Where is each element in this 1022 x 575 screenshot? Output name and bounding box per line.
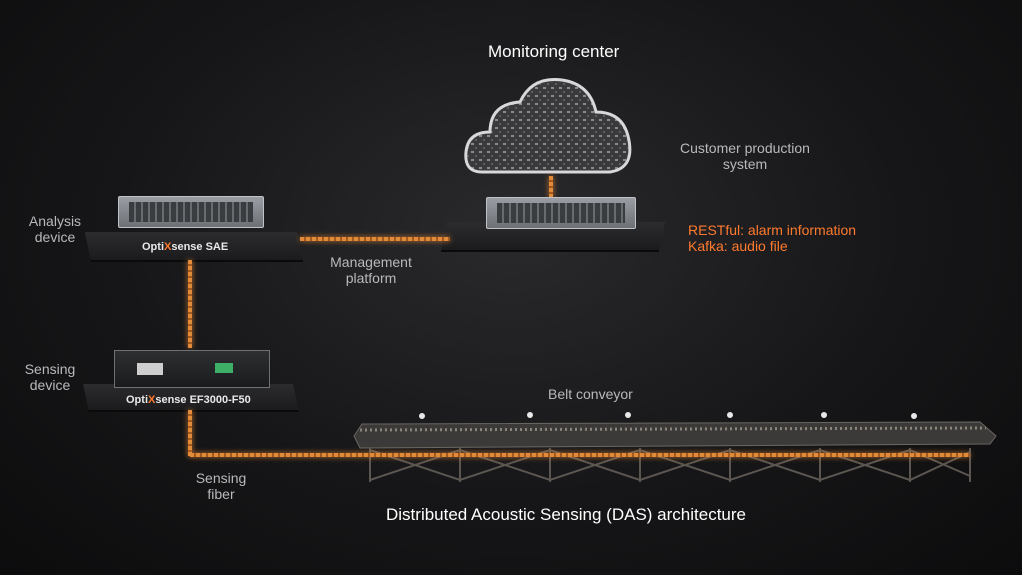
sae-device-tag: OptiXsense SAE: [142, 241, 229, 253]
diagram-caption: Distributed Acoustic Sensing (DAS) archi…: [386, 505, 746, 524]
belt-conveyor: [353, 412, 997, 482]
sensing-device-label: Sensing device: [24, 361, 76, 393]
monitoring-center-title: Monitoring center: [488, 42, 620, 61]
cloud-link: [549, 176, 553, 198]
ef-device-tag: OptiXsense EF3000-F50: [126, 394, 251, 406]
cloud-icon: [464, 77, 632, 174]
sensing-device: [114, 350, 270, 388]
sensing-fiber-line: [190, 453, 970, 457]
analysis-sensing-link: [188, 260, 192, 348]
analysis-server: [118, 196, 264, 228]
sensing-fiber-label: Sensing fiber: [195, 470, 247, 502]
customer-system-label: Customer production system: [680, 140, 810, 172]
kafka-label: Kafka: audio file: [688, 238, 788, 254]
restful-label: RESTful: alarm information: [688, 222, 857, 238]
analysis-device-label: Analysis device: [28, 213, 82, 245]
customer-server: [486, 197, 636, 229]
management-platform-label: Management platform: [330, 254, 412, 286]
management-link: [300, 237, 450, 241]
sensing-fiber-down: [188, 410, 192, 456]
belt-conveyor-label: Belt conveyor: [548, 386, 633, 402]
